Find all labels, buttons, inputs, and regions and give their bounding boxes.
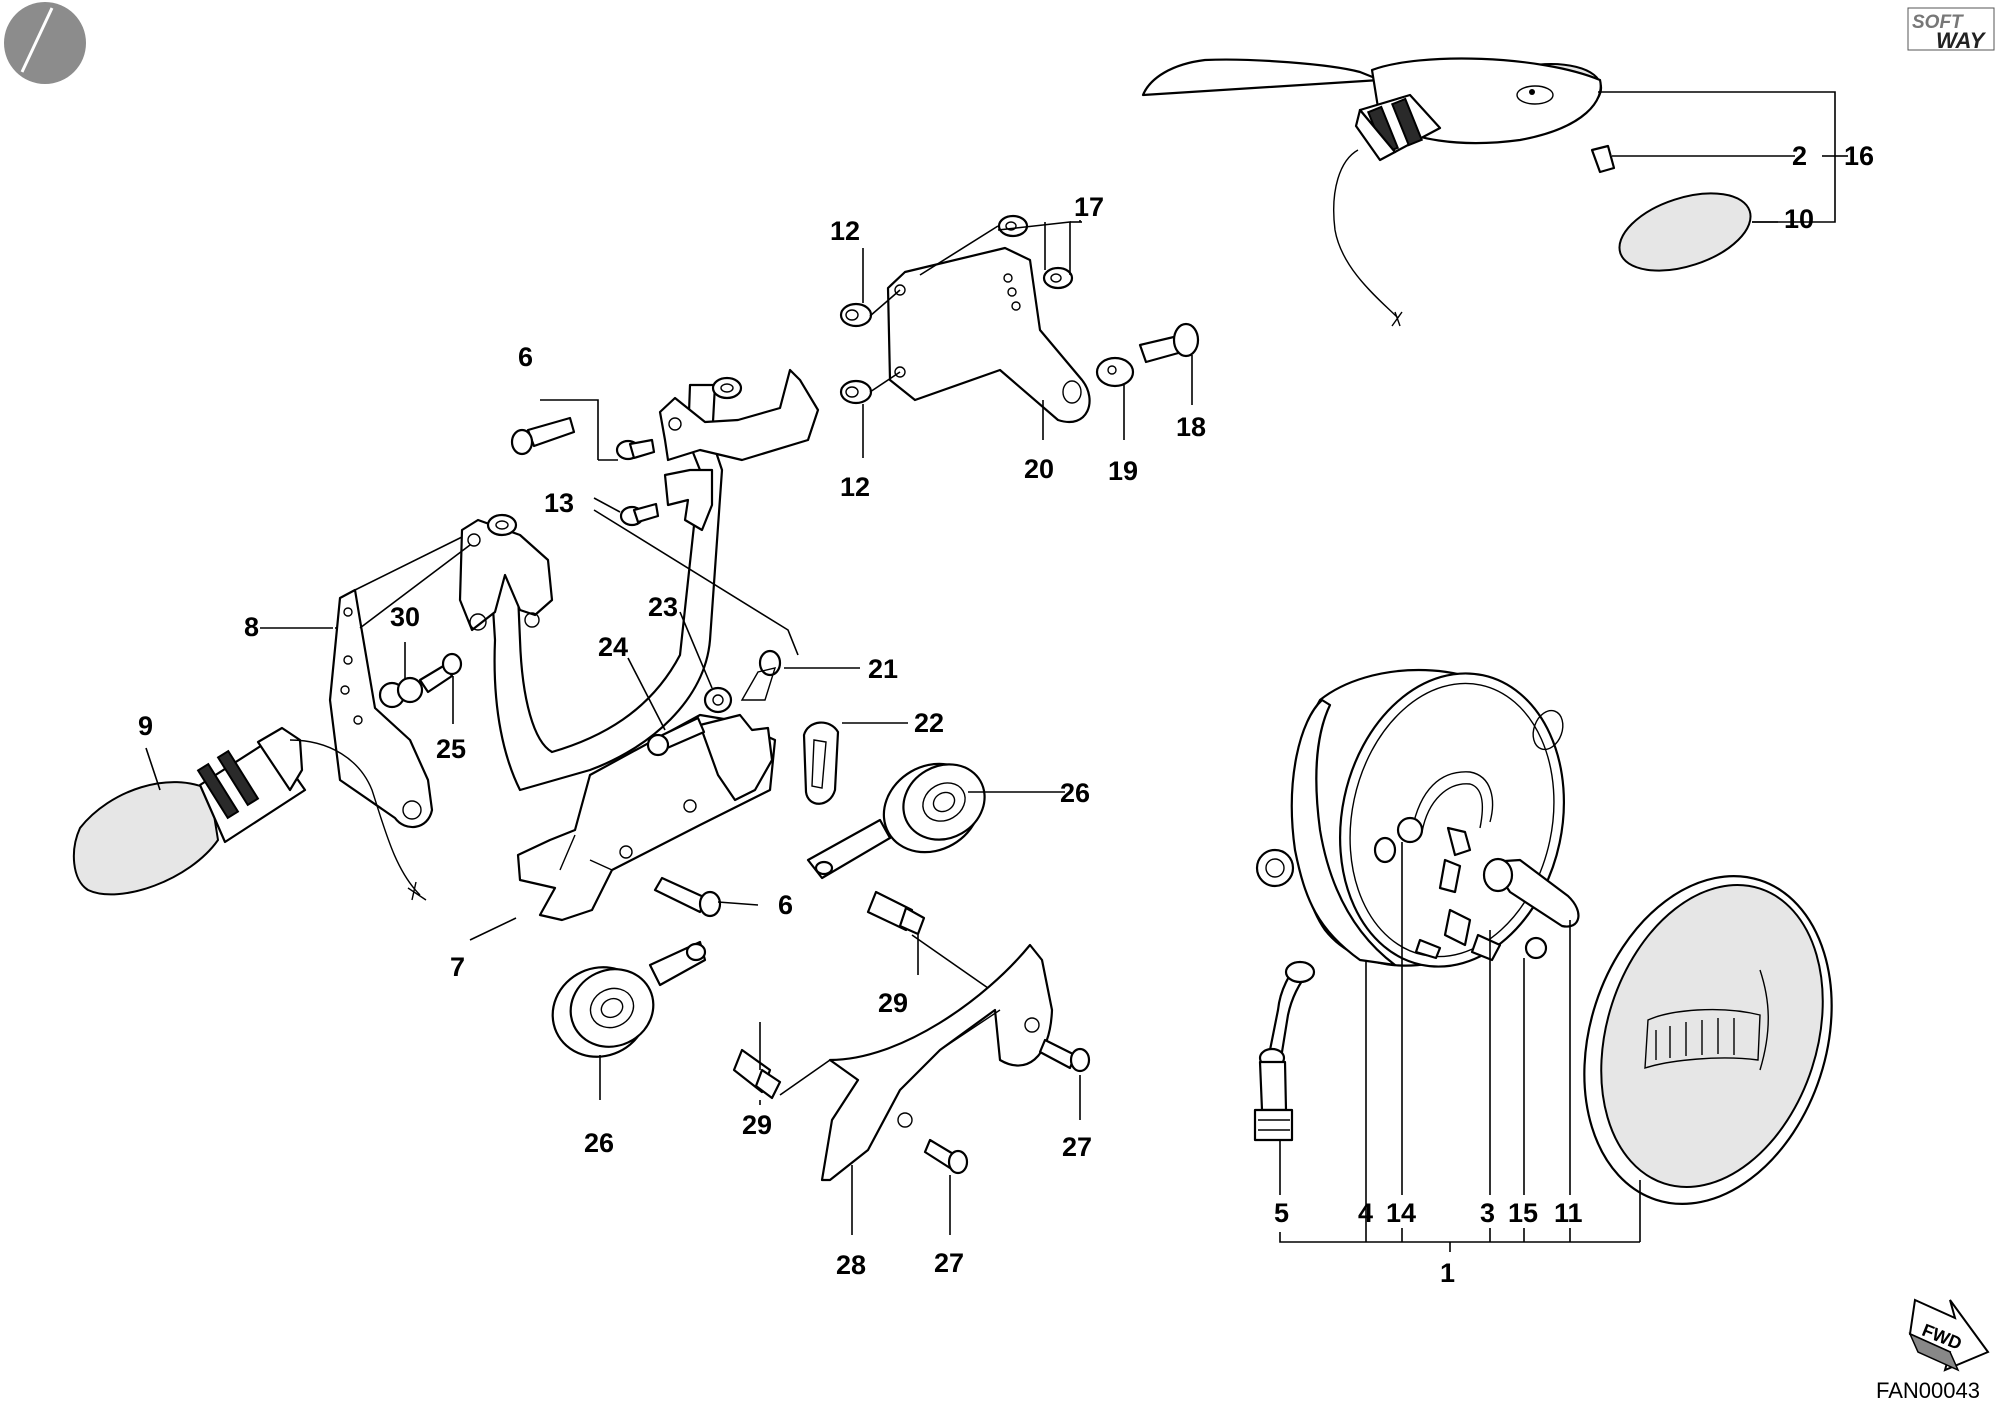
washer-30 bbox=[378, 676, 424, 709]
bolt-6-upper bbox=[510, 416, 576, 456]
callout-8: 8 bbox=[244, 612, 259, 642]
callout-20: 20 bbox=[1024, 454, 1054, 484]
callout-29-left: 29 bbox=[742, 1110, 772, 1140]
callout-22: 22 bbox=[914, 708, 944, 738]
left-bracket-plate bbox=[458, 513, 554, 632]
callout-1: 1 bbox=[1440, 1258, 1455, 1288]
callout-labels: 1 2 3 4 5 6 6 7 8 9 10 11 12 12 13 14 15… bbox=[138, 141, 1874, 1288]
bracket-8 bbox=[328, 588, 434, 828]
callout-5: 5 bbox=[1274, 1198, 1289, 1228]
callout-30: 30 bbox=[390, 602, 420, 632]
terminal-29-right bbox=[866, 890, 926, 936]
lower-bracket-7 bbox=[516, 713, 777, 922]
bolt-6-lower bbox=[653, 876, 722, 918]
spacer-17-bottom bbox=[1042, 266, 1074, 290]
bolt-18 bbox=[1138, 322, 1200, 364]
callout-23: 23 bbox=[648, 592, 678, 622]
headlight-cable-5 bbox=[1253, 960, 1316, 1142]
callout-26-left: 26 bbox=[584, 1128, 614, 1158]
mounting-plate-20 bbox=[886, 246, 1091, 423]
callout-15: 15 bbox=[1508, 1198, 1538, 1228]
indicator-bulb-2 bbox=[1590, 144, 1616, 174]
svg-text:SOFT: SOFT bbox=[1912, 12, 1964, 33]
callout-6-lower: 6 bbox=[778, 890, 793, 920]
grommet-12-bottom bbox=[839, 379, 873, 405]
drawing-code: FAN00043 bbox=[1876, 1378, 1980, 1403]
o-ring-21 bbox=[740, 649, 782, 701]
callout-12-bottom: 12 bbox=[840, 472, 870, 502]
svg-text:WAY: WAY bbox=[1936, 28, 1987, 53]
callout-21: 21 bbox=[868, 654, 898, 684]
callout-12-top: 12 bbox=[830, 216, 860, 246]
callout-14: 14 bbox=[1386, 1198, 1416, 1228]
screw-27-right bbox=[1038, 1038, 1091, 1073]
callout-26-right: 26 bbox=[1060, 778, 1090, 808]
callout-16: 16 bbox=[1844, 141, 1874, 171]
callout-9: 9 bbox=[138, 711, 153, 741]
callout-3: 3 bbox=[1480, 1198, 1495, 1228]
terminal-29-left bbox=[732, 1048, 782, 1100]
callout-27-left: 27 bbox=[934, 1248, 964, 1278]
callout-17: 17 bbox=[1074, 192, 1104, 222]
headlight-support-tube bbox=[488, 368, 820, 792]
headlight-shell-4 bbox=[1255, 669, 1580, 968]
horn-26-right bbox=[806, 762, 986, 880]
callout-4: 4 bbox=[1358, 1198, 1373, 1228]
callout-24: 24 bbox=[598, 632, 628, 662]
forward-direction-arrow-icon: FWD bbox=[1908, 1298, 1990, 1372]
spacer-17-top bbox=[997, 214, 1029, 238]
indicator-lens-10 bbox=[1618, 192, 1752, 272]
screw-25 bbox=[418, 652, 463, 694]
callout-10: 10 bbox=[1784, 204, 1814, 234]
screw-27-left bbox=[923, 1138, 969, 1175]
callout-29-right: 29 bbox=[878, 988, 908, 1018]
headlight-cover-28 bbox=[820, 943, 1054, 1182]
horn-26-left bbox=[551, 940, 707, 1058]
screw-24 bbox=[646, 716, 706, 757]
callout-19: 19 bbox=[1108, 456, 1138, 486]
callout-13: 13 bbox=[544, 488, 574, 518]
callout-27-right: 27 bbox=[1062, 1132, 1092, 1162]
corner-disc-icon bbox=[4, 2, 86, 84]
callout-6-upper: 6 bbox=[518, 342, 533, 372]
softway-logo: SOFT WAY bbox=[1907, 7, 1995, 53]
washer-19 bbox=[1095, 356, 1135, 388]
callout-2: 2 bbox=[1792, 141, 1807, 171]
callout-25: 25 bbox=[436, 734, 466, 764]
washer-13-lower bbox=[619, 502, 660, 527]
front-indicator-assembly-16 bbox=[1141, 57, 1603, 327]
callout-18: 18 bbox=[1176, 412, 1206, 442]
rear-indicator-9 bbox=[72, 726, 427, 901]
grommet-12-top bbox=[839, 302, 873, 328]
callout-28: 28 bbox=[836, 1250, 866, 1280]
callout-7: 7 bbox=[450, 952, 465, 982]
callout-11: 11 bbox=[1554, 1198, 1583, 1228]
washer-13-upper bbox=[615, 438, 656, 461]
grommet-22 bbox=[802, 721, 840, 805]
headlight-lens-11 bbox=[1583, 875, 1833, 1205]
spacer-23 bbox=[703, 686, 733, 714]
